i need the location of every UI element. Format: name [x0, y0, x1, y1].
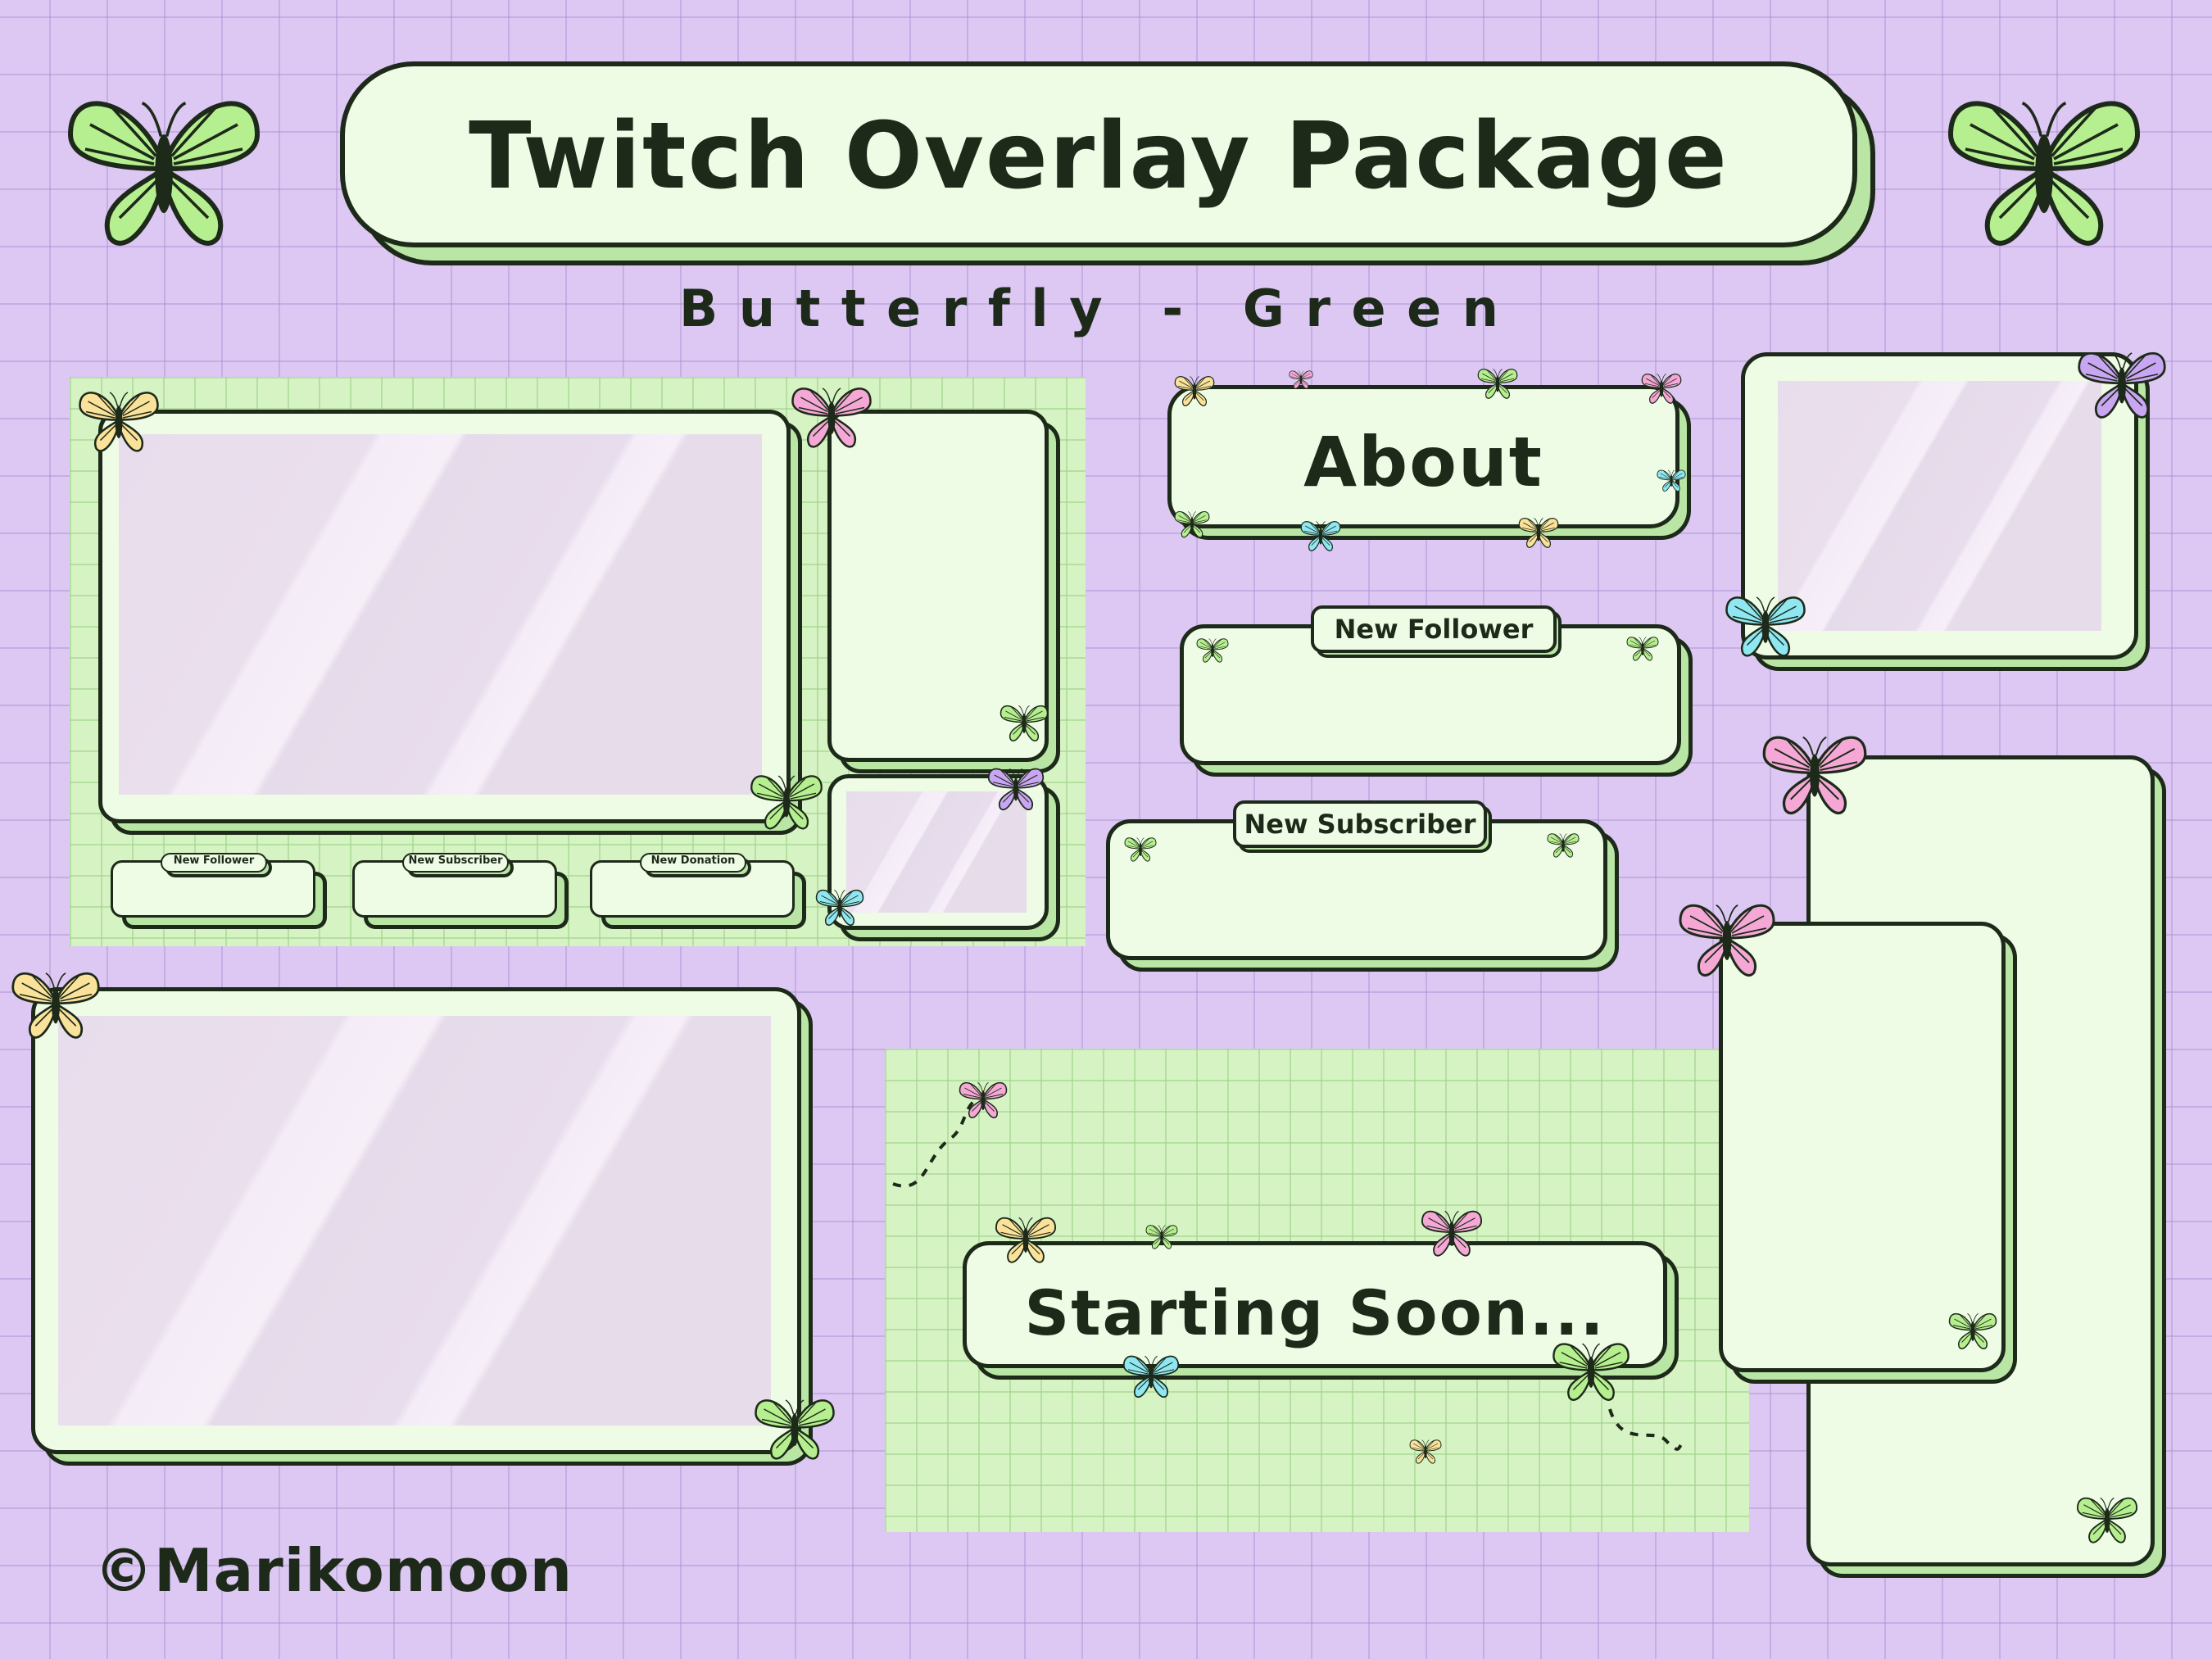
page-title: Twitch Overlay Package	[469, 103, 1729, 210]
preview-main-screen-frame	[98, 410, 791, 823]
butterfly-icon	[1552, 1343, 1630, 1401]
preview-follower-alert: New Follower	[111, 853, 315, 918]
butterfly-icon	[1145, 1225, 1178, 1249]
new-follower-label: New Follower	[1311, 605, 1557, 653]
butterfly-icon	[1174, 510, 1210, 538]
webcam-frame	[1741, 352, 2138, 660]
about-label: About	[1303, 422, 1543, 502]
butterfly-icon	[1948, 1312, 1997, 1349]
dotted-flight-path	[892, 1096, 1688, 1451]
butterfly-icon	[815, 889, 864, 926]
large-camera-screen	[58, 1016, 771, 1426]
preview-cam-screen	[846, 791, 1027, 913]
butterfly-icon	[2076, 1497, 2138, 1543]
creator-credit: ©Marikomoon	[94, 1536, 573, 1605]
starting-soon-label: Starting Soon...	[1024, 1276, 1606, 1349]
about-panel: About	[1167, 385, 1679, 528]
starting-soon-scene: Starting Soon...	[885, 1049, 1749, 1532]
butterfly-icon	[1174, 375, 1215, 406]
butterfly-icon	[1657, 469, 1686, 492]
new-follower-panel: New Follower	[1180, 605, 1681, 765]
butterfly-icon	[1547, 833, 1580, 858]
new-subscriber-panel: New Subscriber	[1106, 800, 1607, 960]
butterfly-icon	[995, 1217, 1057, 1263]
butterfly-icon	[1641, 373, 1682, 404]
butterfly-icon	[164, 164, 165, 165]
butterfly-icon	[750, 774, 823, 830]
preview-follower-label: New Follower	[161, 853, 267, 873]
starting-soon-banner: Starting Soon...	[963, 1241, 1667, 1368]
preview-donation-label: New Donation	[640, 853, 746, 873]
butterfly-icon	[79, 391, 159, 452]
butterfly-icon	[1122, 1355, 1180, 1398]
tall-panel-front	[1719, 922, 2006, 1372]
webcam-screen	[1778, 381, 2101, 631]
large-camera-frame	[31, 987, 801, 1454]
butterfly-icon	[987, 768, 1045, 811]
butterfly-icon	[999, 705, 1049, 741]
preview-subscriber-label: New Subscriber	[402, 853, 509, 873]
preview-main-screen	[119, 434, 762, 795]
layout-preview: New Follower New Subscriber New Donation	[70, 377, 1086, 946]
title-banner: Twitch Overlay Package	[340, 61, 1857, 247]
butterfly-icon	[2078, 351, 2166, 419]
butterfly-icon	[959, 1081, 1008, 1118]
butterfly-icon	[11, 972, 100, 1039]
butterfly-icon	[2044, 164, 2045, 165]
new-subscriber-label: New Subscriber	[1233, 800, 1487, 848]
butterfly-icon	[1289, 370, 1313, 389]
butterfly-icon	[1124, 837, 1157, 862]
preview-chat-panel	[827, 410, 1049, 762]
preview-donation-alert: New Donation	[590, 853, 795, 918]
page-subtitle: B u t t e r f l y - G r e e n	[679, 279, 1500, 338]
preview-subscriber-alert: New Subscriber	[352, 853, 557, 918]
